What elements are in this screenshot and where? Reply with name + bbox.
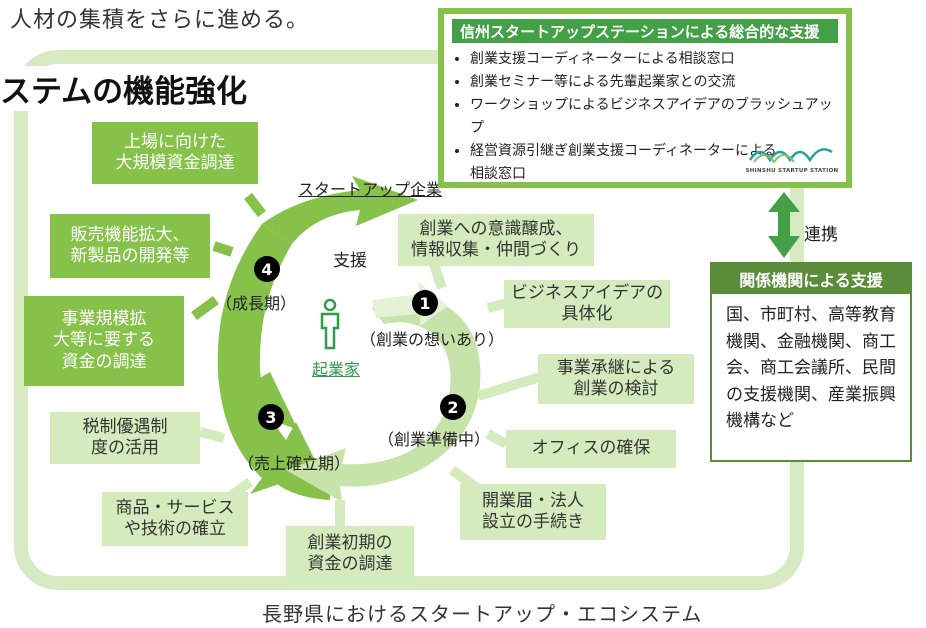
station-list: 創業支援コーディネーターによる相談窓口 創業セミナー等による先輩起業家との交流 … bbox=[452, 48, 846, 186]
stage-4-label: （成長期） bbox=[216, 294, 297, 313]
caption: 長野県におけるスタートアップ・エコシステム bbox=[262, 602, 703, 626]
station-item: 経営資源引継ぎ創業支援コーディネーターによる 相談窓口 bbox=[470, 140, 846, 186]
startup-label: スタートアップ企業 bbox=[298, 180, 443, 199]
dark-box-scale-funding: 事業規模拡 大等に要する 資金の調達 bbox=[24, 296, 184, 386]
station-item: ワークショップによるビジネスアイデアのブラッシュアップ bbox=[470, 94, 846, 140]
link-double-arrow bbox=[768, 192, 800, 258]
support-label: 支援 bbox=[333, 251, 367, 271]
bottom-light-arrow bbox=[286, 448, 420, 502]
line-stage4-box2 bbox=[212, 241, 234, 257]
line-stage4-box3 bbox=[191, 295, 219, 321]
related-org-title: 関係機関による支援 bbox=[712, 264, 910, 294]
stage-4-badge: 4 bbox=[254, 256, 280, 282]
main-title: ステムの機能強化 bbox=[0, 66, 254, 111]
dark-box-sales-expansion: 販売機能拡大、 新製品の開発等 bbox=[50, 214, 210, 278]
logo-text: SHINSHU STARTUP STATION bbox=[745, 168, 839, 174]
light-box-office: オフィスの確保 bbox=[506, 430, 676, 468]
stage-3-badge: 3 bbox=[258, 404, 284, 430]
stage-3-label: （売上確立期） bbox=[238, 454, 351, 473]
stage-2-label: （創業準備中） bbox=[378, 430, 491, 449]
light-box-idea: ビジネスアイデアの 具体化 bbox=[504, 280, 670, 328]
light-box-initial-funding: 創業初期の 資金の調達 bbox=[286, 526, 414, 582]
person-icon bbox=[320, 298, 340, 350]
entrepreneur-label: 起業家 bbox=[312, 360, 361, 379]
related-org-text: 国、市町村、高等教育機関、金融機関、商工会、商工会議所、民間の支援機関、産業振興… bbox=[726, 305, 896, 431]
wave-logo-icon: SHINSHU STARTUP STATION bbox=[744, 140, 840, 178]
line-light4 bbox=[485, 429, 509, 449]
preparation-arc bbox=[372, 298, 481, 470]
light-box-tax: 税制優遇制 度の活用 bbox=[50, 412, 200, 464]
light-box-awareness: 創業への意識醸成、 情報収集・仲間づくり bbox=[398, 214, 594, 266]
station-item: 創業支援コーディネーターによる相談窓口 bbox=[470, 48, 846, 71]
line-stage4-box1 bbox=[244, 192, 266, 218]
station-item: 創業セミナー等による先輩起業家との交流 bbox=[470, 71, 846, 94]
stage-1-label: （創業の想いあり） bbox=[360, 330, 505, 349]
link-label: 連携 bbox=[804, 225, 838, 245]
light-box-succession: 事業承継による 創業の検討 bbox=[538, 354, 694, 404]
stage-2-badge: 2 bbox=[440, 394, 466, 420]
light-box-product: 商品・サービス や技術の確立 bbox=[102, 492, 248, 546]
top-arrow bbox=[262, 176, 418, 244]
station-box: 信州スタートアップステーションによる総合的な支援 創業支援コーディネーターによる… bbox=[438, 8, 852, 188]
lower-arrowhead bbox=[222, 372, 330, 500]
light-box-registration: 開業届・法人 設立の手続き bbox=[460, 484, 606, 540]
line-light8 bbox=[198, 427, 226, 443]
station-title: 信州スタートアップステーションによる総合的な支援 bbox=[452, 19, 838, 43]
top-text: 人材の集積をさらに進める。 bbox=[10, 8, 310, 33]
related-org-box: 関係機関による支援 国、市町村、高等教育機関、金融機関、商工会、商工会議所、民間… bbox=[710, 262, 912, 462]
stage-1-badge: 1 bbox=[412, 290, 438, 316]
dark-box-large-funding: 上場に向けた 大規模資金調達 bbox=[92, 122, 258, 184]
logo-wave-icon bbox=[748, 148, 833, 164]
